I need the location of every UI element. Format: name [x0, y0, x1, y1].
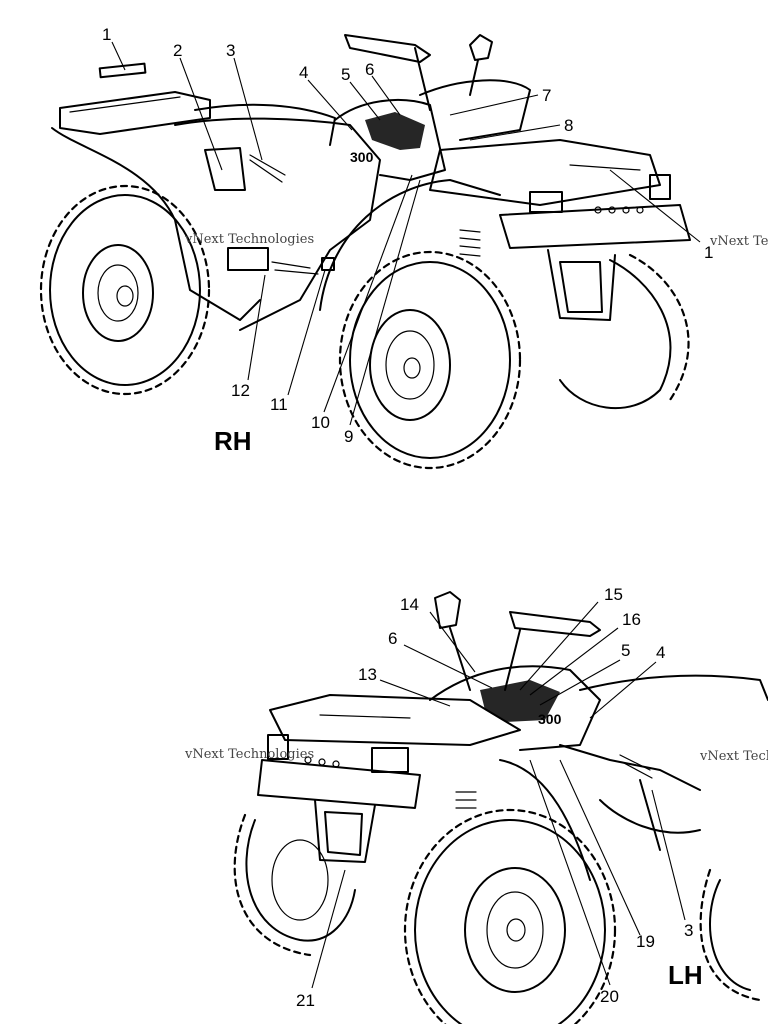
watermark-group: vNext Technologies vNext Technologies vN…: [184, 232, 768, 764]
lh-callout-21: 21: [296, 991, 315, 1010]
rh-callout-10: 10: [311, 413, 330, 432]
rh-atv-drawing: 300: [39, 34, 691, 470]
rh-callout-3: 3: [226, 41, 235, 60]
rh-callout-8: 8: [564, 116, 573, 135]
rh-view-label: RH: [214, 426, 252, 456]
lh-callout-6: 6: [388, 629, 397, 648]
rh-callout-6: 6: [365, 60, 374, 79]
lh-callout-15: 15: [604, 585, 623, 604]
lh-callout-20: 20: [600, 987, 619, 1006]
lh-callout-4: 4: [656, 643, 665, 662]
rh-callout-5: 5: [341, 65, 350, 84]
watermark-rh-right: vNext Technologies: [709, 234, 768, 249]
lh-callout-16: 16: [622, 610, 641, 629]
rh-decal-300: 300: [350, 149, 374, 165]
lh-callouts: 15 14 16 6 5 4 13 3 19 20 21 LH: [296, 585, 703, 1010]
rh-callout-4: 4: [299, 63, 308, 82]
lh-callout-5: 5: [621, 641, 630, 660]
watermark-rh: vNext Technologies: [184, 232, 314, 247]
rh-callout-12: 12: [231, 381, 250, 400]
rh-leader-lines: [98, 41, 701, 426]
lh-callout-13: 13: [358, 665, 377, 684]
lh-atv-drawing: 300: [233, 591, 768, 1024]
lh-callout-19: 19: [636, 932, 655, 951]
rh-callout-11: 11: [270, 395, 288, 414]
rh-callout-1b: 1: [704, 243, 713, 262]
watermark-lh-right: vNext Technologies: [699, 749, 768, 764]
rh-callout-7: 7: [542, 86, 551, 105]
rh-callout-1a: 1: [102, 25, 111, 44]
rh-callouts: 1 2 3 4 5 6 7 8 1 9 10 11 12 RH: [102, 25, 713, 456]
lh-leader-lines: [311, 601, 686, 989]
rh-callout-9: 9: [344, 427, 353, 446]
lh-callout-3: 3: [684, 921, 693, 940]
lh-callout-14: 14: [400, 595, 419, 614]
rh-callout-2: 2: [173, 41, 182, 60]
watermark-lh: vNext Technologies: [184, 747, 314, 762]
lh-decal-300: 300: [538, 711, 562, 727]
lh-view-label: LH: [668, 960, 703, 990]
